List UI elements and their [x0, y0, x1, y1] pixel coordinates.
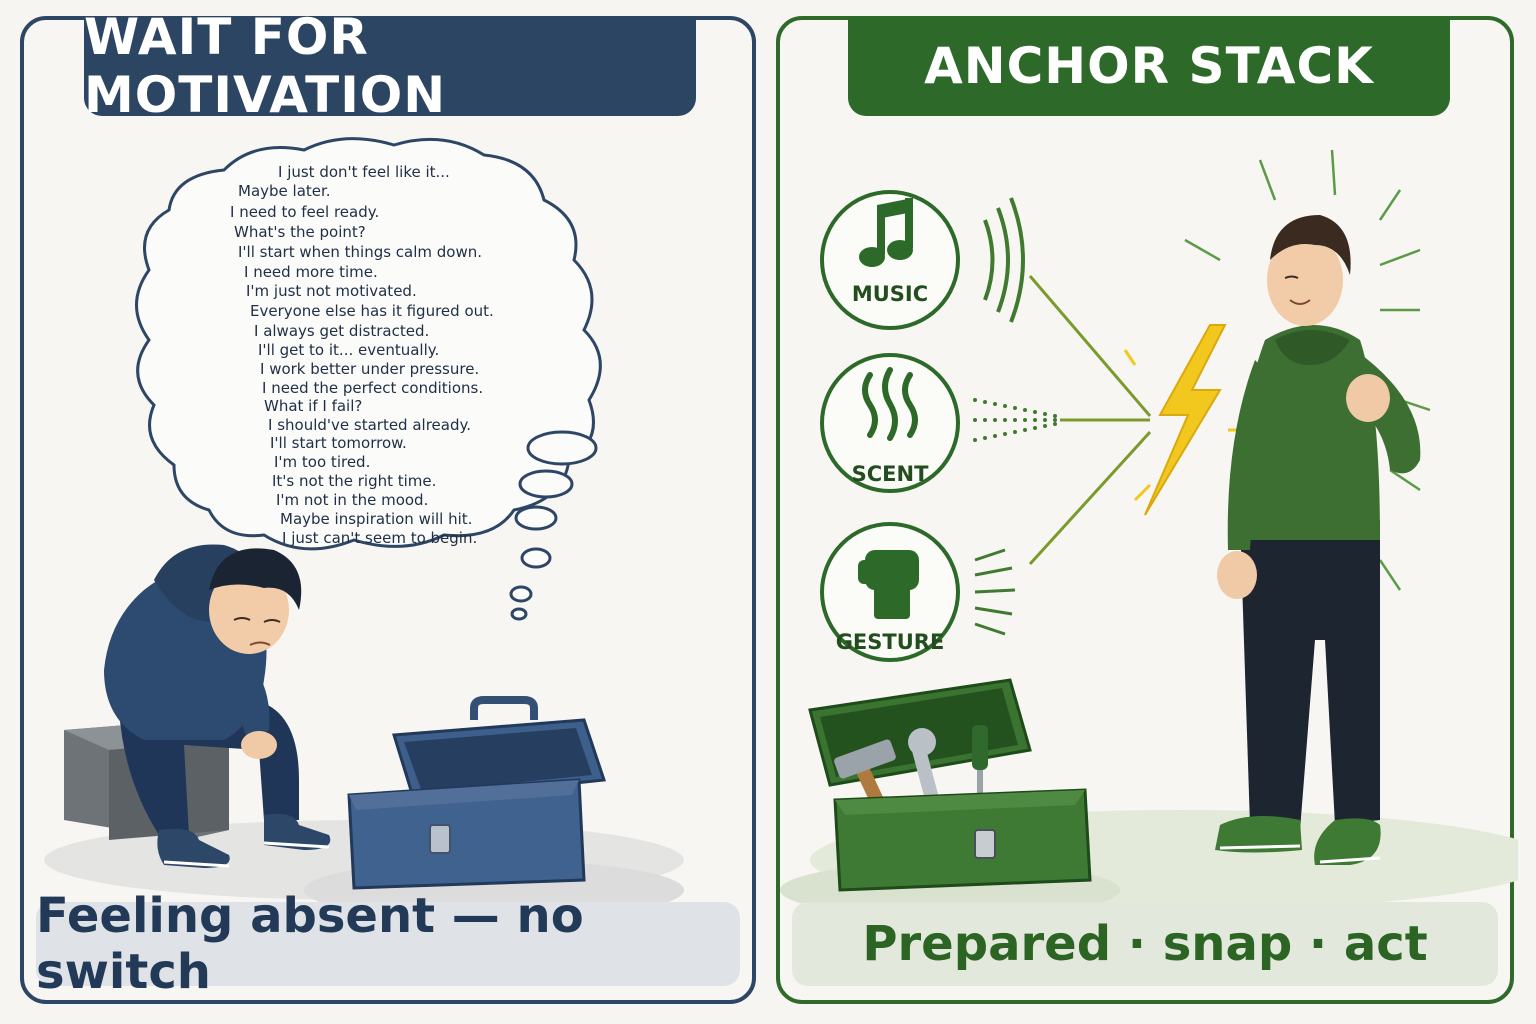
thought-line: I always get distracted. [254, 322, 430, 340]
thought-line: What's the point? [234, 223, 366, 241]
thought-line: I just don't feel like it... [278, 163, 450, 181]
scent-label: SCENT [851, 462, 929, 486]
thought-line: I'm not in the mood. [276, 491, 429, 509]
scent-spray-dots [973, 398, 1057, 442]
thought-line: I'll start tomorrow. [270, 434, 407, 452]
left-panel-title: WAIT FOR MOTIVATION [84, 8, 696, 124]
thought-line: I need the perfect conditions. [262, 379, 484, 397]
empty-toolbox-icon [304, 696, 684, 920]
scent-anchor [820, 353, 1057, 493]
thought-line: Maybe later. [238, 182, 331, 200]
thought-line: I should've started already. [268, 416, 471, 434]
thought-line: I work better under pressure. [260, 360, 480, 378]
thought-line: I need more time. [244, 263, 378, 281]
anchor-connectors [1028, 275, 1152, 566]
thought-line: It's not the right time. [272, 472, 437, 490]
energy-lines [1184, 149, 1431, 591]
thought-cloud [135, 137, 602, 621]
thought-line: Everyone else has it figured out. [250, 302, 494, 320]
anchor-stack-illustration [780, 149, 1518, 918]
right-panel-title: ANCHOR STACK [848, 16, 1450, 116]
thought-line: I'll get to it... eventually. [258, 341, 440, 359]
gesture-anchor [820, 522, 1016, 662]
sad-person-illustration [44, 137, 684, 920]
music-label: MUSIC [851, 282, 929, 306]
sad-person [104, 544, 331, 868]
left-panel-caption: Feeling absent — no switch [36, 888, 740, 1000]
thought-line: I just can't seem to begin. [282, 529, 478, 547]
thought-line: I need to feel ready. [230, 203, 380, 221]
full-toolbox-icon [780, 678, 1120, 918]
thought-line: Maybe inspiration will hit. [280, 510, 473, 528]
anchor-stack-panel: ANCHOR STACK [776, 16, 1518, 1004]
wait-for-motivation-panel: WAIT FOR MOTIVATION [20, 8, 756, 1004]
music-note-icon [859, 198, 913, 267]
fist-icon [858, 550, 919, 619]
confident-person [1215, 215, 1421, 865]
scent-waves-icon [862, 367, 918, 441]
gesture-label: GESTURE [835, 630, 945, 654]
thought-line: I'm too tired. [274, 453, 371, 471]
thought-line: What if I fail? [264, 397, 363, 415]
thought-line: I'm just not motivated. [246, 282, 417, 300]
music-anchor [820, 190, 1025, 330]
thought-line: I'll start when things calm down. [238, 243, 483, 261]
screwdriver-icon [972, 725, 988, 810]
right-panel-caption: Prepared · snap · act [792, 902, 1498, 986]
